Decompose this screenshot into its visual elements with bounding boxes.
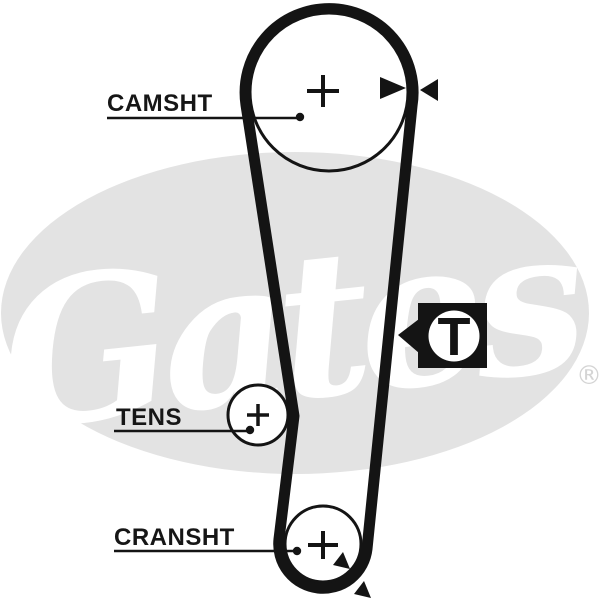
gates-watermark: Gates ®: [0, 152, 600, 476]
tensioner-marker-letter: T: [438, 307, 471, 367]
arrow-right-icon: [380, 77, 406, 99]
camshaft-pulley: [248, 11, 410, 173]
tensioner-pulley-group: [226, 383, 290, 447]
tensioner-marker: T: [398, 303, 487, 368]
timing-belt: [239, 3, 419, 594]
tensioner-callout: TENS: [114, 404, 255, 435]
crankshaft-center-mark: [308, 531, 338, 559]
tensioner-marker-circle: [428, 310, 480, 362]
belt-direction-arrow-icon: [333, 552, 350, 569]
belt-direction-arrow-icon: [354, 581, 371, 598]
tensioner-center-mark: [247, 404, 269, 426]
registered-trademark-icon: ®: [576, 361, 600, 391]
crankshaft-callout: CRANSHT: [114, 524, 302, 556]
camshaft-pulley-group: [248, 11, 410, 173]
timing-mark-arrows: [380, 77, 438, 101]
gates-watermark-ellipse: [1, 152, 589, 474]
tensioner-marker-pointer-icon: [398, 319, 419, 353]
arrow-left-icon: [420, 79, 438, 101]
tensioner-leader-dot: [245, 425, 255, 435]
camshaft-center-mark: [307, 75, 339, 107]
tensioner-label: TENS: [116, 404, 182, 431]
crankshaft-pulley-group: [283, 504, 363, 584]
crankshaft-leader-dot: [292, 546, 302, 556]
crankshaft-label: CRANSHT: [114, 524, 235, 551]
camshaft-label: CAMSHT: [107, 90, 213, 117]
camshaft-leader-dot: [295, 112, 305, 122]
camshaft-callout: CAMSHT: [107, 90, 305, 122]
belt-direction-arrows: [333, 552, 371, 598]
